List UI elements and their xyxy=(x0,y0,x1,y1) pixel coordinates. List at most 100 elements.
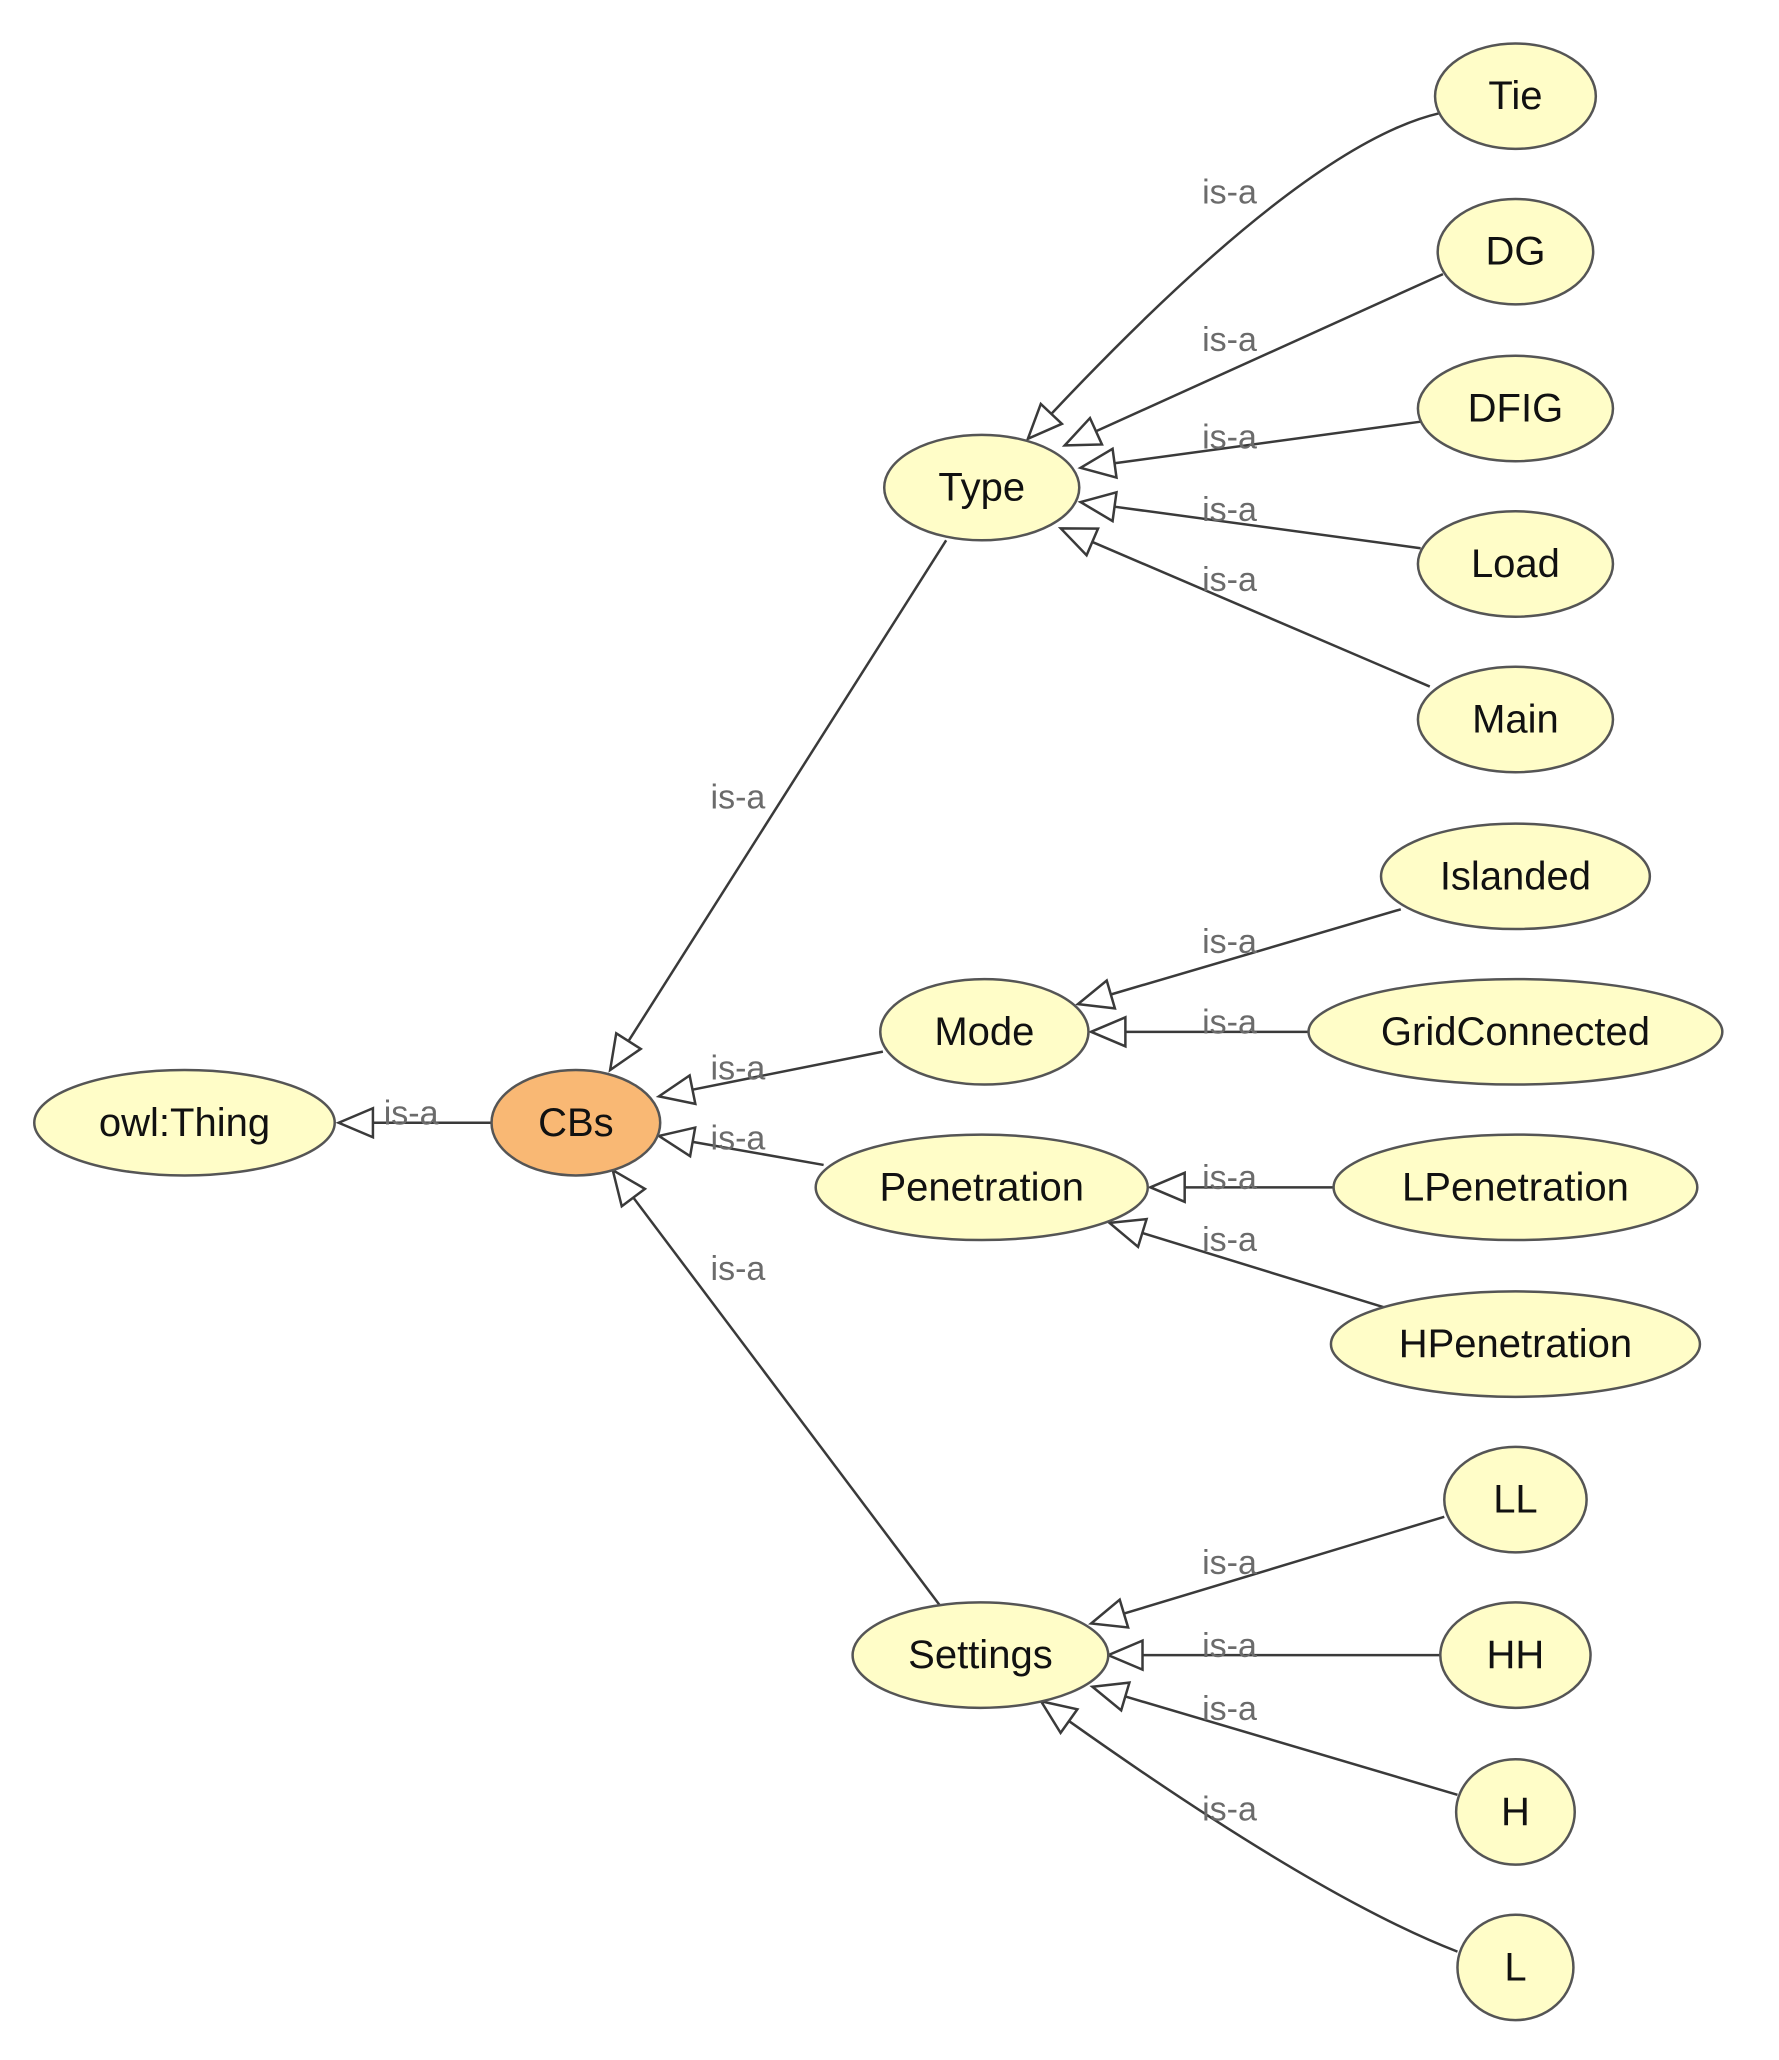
node-ellipse[interactable] xyxy=(1439,1601,1592,1710)
node-ellipse[interactable] xyxy=(1436,197,1595,306)
edge-line xyxy=(1091,540,1431,688)
arrowhead-icon xyxy=(1038,1699,1080,1736)
edge-label: is-a xyxy=(1202,491,1257,529)
node-ellipse[interactable] xyxy=(1379,822,1652,931)
edge-line xyxy=(1110,908,1402,996)
edge-label: is-a xyxy=(1202,1790,1257,1828)
node-ellipse[interactable] xyxy=(1307,977,1724,1086)
node-thing[interactable]: owl:Thing xyxy=(33,1068,336,1177)
arrowhead-icon xyxy=(655,1125,697,1159)
node-ellipse[interactable] xyxy=(33,1068,336,1177)
edge-label: is-a xyxy=(1202,173,1257,211)
node-ellipse[interactable] xyxy=(851,1601,1110,1710)
edge-line xyxy=(627,539,948,1042)
edge-ll-to-settings: is-a xyxy=(1088,1515,1445,1629)
edge-line xyxy=(1050,112,1440,415)
edge-main-to-type: is-a xyxy=(1057,527,1431,688)
node-ellipse[interactable] xyxy=(879,977,1090,1086)
edge-cbs-to-thing: is-a xyxy=(335,1095,492,1140)
node-mode[interactable]: Mode xyxy=(879,977,1090,1086)
edge-line xyxy=(1123,1515,1445,1615)
edges-layer: is-ais-ais-ais-ais-ais-ais-ais-ais-ais-a… xyxy=(335,112,1458,1953)
node-type[interactable]: Type xyxy=(882,433,1081,542)
edge-label: is-a xyxy=(1202,1690,1257,1728)
edge-label: is-a xyxy=(711,1120,766,1158)
node-label: L xyxy=(1504,1945,1526,1989)
arrowhead-icon xyxy=(1089,1681,1132,1713)
edge-line xyxy=(1068,1720,1458,1953)
arrowhead-icon xyxy=(1077,490,1118,524)
node-ellipse[interactable] xyxy=(882,433,1081,542)
node-dg[interactable]: DG xyxy=(1436,197,1595,306)
edge-line xyxy=(692,1140,824,1167)
node-ellipse[interactable] xyxy=(1416,354,1615,463)
node-label: owl:Thing xyxy=(99,1101,270,1145)
edge-line xyxy=(1114,505,1421,550)
node-ellipse[interactable] xyxy=(1443,1445,1588,1554)
node-h[interactable]: H xyxy=(1454,1757,1576,1866)
node-ellipse[interactable] xyxy=(1433,42,1598,151)
node-label: Main xyxy=(1472,698,1559,742)
node-ellipse[interactable] xyxy=(1456,1913,1575,2022)
node-load[interactable]: Load xyxy=(1416,510,1615,618)
edge-gridconnected-to-mode: is-a xyxy=(1087,1004,1309,1049)
edge-line xyxy=(632,1196,941,1606)
node-ellipse[interactable] xyxy=(490,1068,662,1177)
node-label: DG xyxy=(1485,230,1545,274)
arrowhead-icon xyxy=(610,1167,648,1209)
node-ll[interactable]: LL xyxy=(1443,1445,1588,1554)
arrowhead-icon xyxy=(1074,978,1117,1010)
arrowhead-icon xyxy=(1057,527,1100,558)
node-islanded[interactable]: Islanded xyxy=(1379,822,1652,931)
edge-line xyxy=(692,1050,884,1091)
arrowhead-icon xyxy=(1025,401,1065,442)
arrowhead-icon xyxy=(1077,446,1118,480)
edge-hh-to-settings: is-a xyxy=(1105,1627,1441,1672)
arrowhead-icon xyxy=(655,1073,697,1106)
edge-dfig-to-type: is-a xyxy=(1077,419,1421,480)
edge-islanded-to-mode: is-a xyxy=(1074,908,1402,1010)
node-lpenetration[interactable]: LPenetration xyxy=(1332,1133,1699,1242)
edge-mode-to-cbs: is-a xyxy=(655,1050,884,1106)
node-label: GridConnected xyxy=(1381,1010,1650,1054)
edge-load-to-type: is-a xyxy=(1077,490,1421,550)
node-label: Type xyxy=(938,466,1025,510)
node-cbs[interactable]: CBs xyxy=(490,1068,662,1177)
node-label: Tie xyxy=(1488,74,1542,118)
node-label: DFIG xyxy=(1468,387,1564,431)
edge-line xyxy=(1114,420,1421,465)
node-settings[interactable]: Settings xyxy=(851,1601,1110,1710)
node-dfig[interactable]: DFIG xyxy=(1416,354,1615,463)
edge-label: is-a xyxy=(1202,561,1257,599)
node-ellipse[interactable] xyxy=(1416,510,1615,618)
node-ellipse[interactable] xyxy=(814,1133,1150,1242)
node-main[interactable]: Main xyxy=(1416,665,1615,774)
node-ellipse[interactable] xyxy=(1454,1757,1576,1866)
node-penetration[interactable]: Penetration xyxy=(814,1133,1150,1242)
edge-tie-to-type: is-a xyxy=(1025,112,1440,442)
arrowhead-icon xyxy=(335,1106,375,1140)
node-ellipse[interactable] xyxy=(1332,1133,1699,1242)
edge-label: is-a xyxy=(1202,1159,1257,1197)
node-label: Load xyxy=(1471,542,1560,586)
node-ellipse[interactable] xyxy=(1416,665,1615,774)
node-label: LL xyxy=(1493,1478,1538,1522)
edge-label: is-a xyxy=(384,1095,439,1133)
edge-line xyxy=(1124,1695,1458,1797)
arrowhead-icon xyxy=(1147,1170,1186,1204)
edge-label: is-a xyxy=(1202,1544,1257,1582)
node-ellipse[interactable] xyxy=(1329,1290,1702,1399)
node-label: CBs xyxy=(538,1101,614,1145)
node-l[interactable]: L xyxy=(1456,1913,1575,2022)
node-tie[interactable]: Tie xyxy=(1433,42,1598,151)
edge-penetration-to-cbs: is-a xyxy=(655,1120,824,1167)
node-gridconnected[interactable]: GridConnected xyxy=(1307,977,1724,1086)
arrowhead-icon xyxy=(1061,415,1104,447)
arrowhead-icon xyxy=(1105,1638,1144,1672)
node-label: Mode xyxy=(934,1010,1034,1054)
node-hpenetration[interactable]: HPenetration xyxy=(1329,1290,1702,1399)
node-hh[interactable]: HH xyxy=(1439,1601,1592,1710)
edge-l-to-settings: is-a xyxy=(1038,1699,1458,1953)
